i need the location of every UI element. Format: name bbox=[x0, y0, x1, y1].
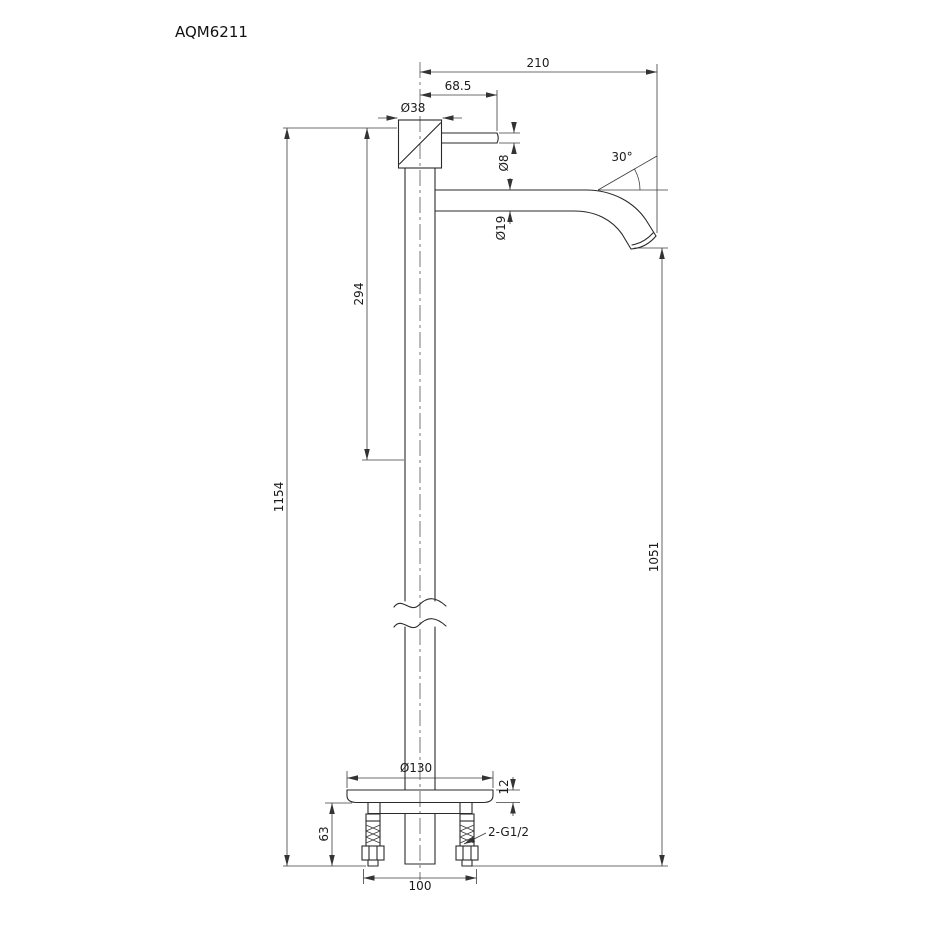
dim-label-upper-section-height: 294 bbox=[352, 283, 366, 306]
column-break bbox=[393, 598, 447, 629]
dimension-labels: 210 68.5 Ø38 30° Ø8 Ø19 294 1154 1051 Ø1… bbox=[272, 56, 661, 893]
extension-lines bbox=[283, 64, 668, 884]
base-plate bbox=[346, 789, 494, 804]
dim-label-spout-diameter: Ø19 bbox=[494, 216, 508, 241]
left-supply-hose bbox=[361, 813, 385, 867]
supply-pipe bbox=[404, 812, 436, 865]
faucet-column bbox=[404, 167, 436, 791]
dim-label-base-plate-thickness: 12 bbox=[497, 779, 511, 794]
dim-label-base-diameter: Ø130 bbox=[400, 761, 432, 775]
mounting-bracket bbox=[367, 801, 473, 815]
leader-line bbox=[463, 832, 487, 845]
dim-label-spout-outlet-height: 1051 bbox=[647, 542, 661, 573]
dim-label-spout-reach: 210 bbox=[527, 56, 550, 70]
dim-label-inlet-span: 100 bbox=[409, 879, 432, 893]
drawing-title: AQM6211 bbox=[175, 23, 248, 41]
faucet-cap bbox=[397, 119, 443, 169]
angle-annotation bbox=[597, 155, 668, 191]
dim-label-spout-angle: 30° bbox=[611, 150, 632, 164]
dim-label-inlet-connections: 2-G1/2 bbox=[488, 825, 529, 839]
right-supply-hose bbox=[455, 813, 479, 867]
handle-lever bbox=[440, 132, 499, 144]
dim-label-overall-height: 1154 bbox=[272, 482, 286, 513]
dimension-lines bbox=[284, 69, 665, 881]
dim-label-handle-reach: 68.5 bbox=[445, 79, 472, 93]
dim-label-cap-diameter: Ø38 bbox=[401, 101, 426, 115]
spout bbox=[434, 189, 657, 250]
dim-label-floor-section-height: 63 bbox=[317, 826, 331, 841]
dim-label-lever-diameter: Ø8 bbox=[497, 154, 511, 171]
